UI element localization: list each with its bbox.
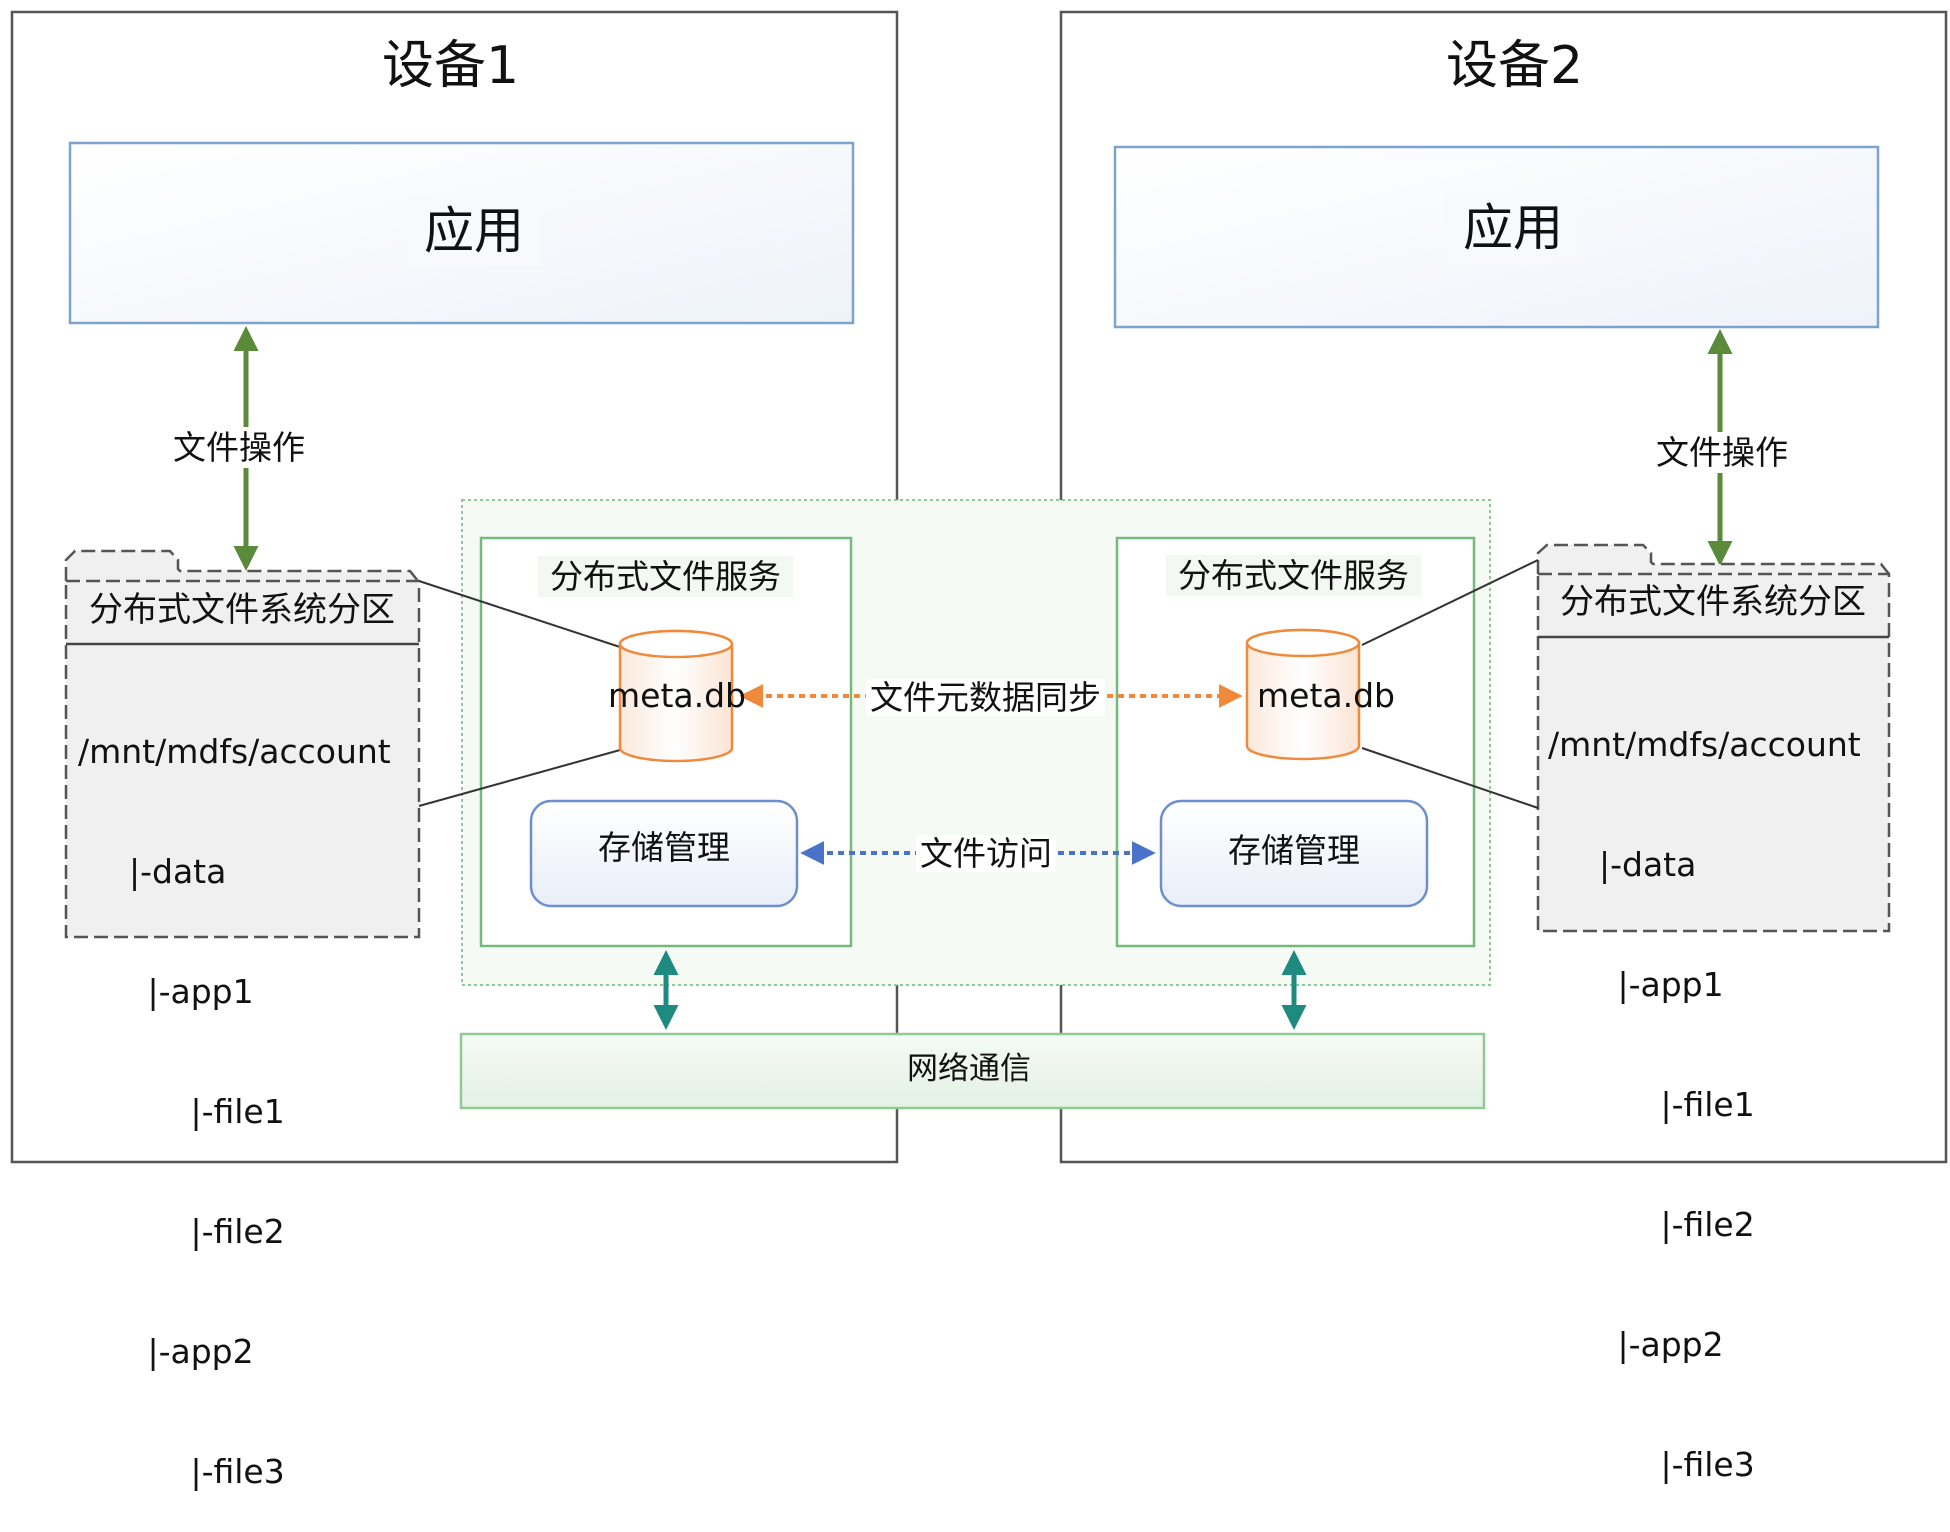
device1-storage-label: 存储管理 [598,828,730,867]
path-line: |-file3 [1608,1445,1755,1484]
device2-connector-bottom [1361,747,1539,809]
device1-service-title: 分布式文件服务 [538,556,793,597]
device2-file-op-label: 文件操作 [1654,432,1790,473]
device1-connector-top [418,580,621,648]
device2-metadb-cylinder [1245,628,1361,761]
device2-service-title: 分布式文件服务 [1166,555,1421,596]
metadata-sync-label: 文件元数据同步 [866,679,1105,716]
file-access-label: 文件访问 [916,835,1056,872]
path-line: |-file1 [1608,1085,1755,1124]
path-line: |-app2 [1586,1325,1724,1364]
path-line: |-data [108,852,227,891]
path-line: |-file2 [1608,1205,1755,1244]
device2-partition-paths: /mnt/mdfs/account |-data |-app1 |-file1 … [1548,645,1861,1525]
path-line: |-file3 [138,1452,285,1491]
network-bar [459,1032,1486,1110]
path-line: |-app1 [116,972,254,1011]
device1-title: 设备1 [382,36,520,96]
device1-metadb-label: meta.db [608,676,746,715]
network-label: 网络通信 [907,1051,1031,1087]
device1-partition-folder [64,549,421,939]
device1-connector-bottom [418,749,621,807]
device2-storage-label: 存储管理 [1228,831,1360,870]
device2-metadb-label: meta.db [1257,676,1395,715]
path-line: |-app2 [116,1332,254,1371]
device1-storage-box [529,799,799,908]
path-line: /mnt/mdfs/account [1548,725,1861,764]
device2-partition-folder [1536,543,1891,933]
device2-app-label: 应用 [1445,193,1581,263]
path-line: |-app1 [1586,965,1724,1004]
device1-file-op-label: 文件操作 [171,427,307,468]
device2-storage-box [1159,799,1429,908]
path-line: |-file2 [138,1212,285,1251]
device2-connector-top [1361,559,1539,646]
device1-metadb-cylinder [618,629,734,763]
device1-partition-paths: /mnt/mdfs/account |-data |-app1 |-file1 … [78,652,391,1532]
path-line: |-file1 [138,1092,285,1131]
path-line: |-data [1578,845,1697,884]
device2-title: 设备2 [1446,36,1584,96]
path-line: /mnt/mdfs/account [78,732,391,771]
device2-partition-title: 分布式文件系统分区 [1560,582,1866,622]
device1-app-label: 应用 [406,196,542,266]
device1-partition-title: 分布式文件系统分区 [89,590,395,630]
